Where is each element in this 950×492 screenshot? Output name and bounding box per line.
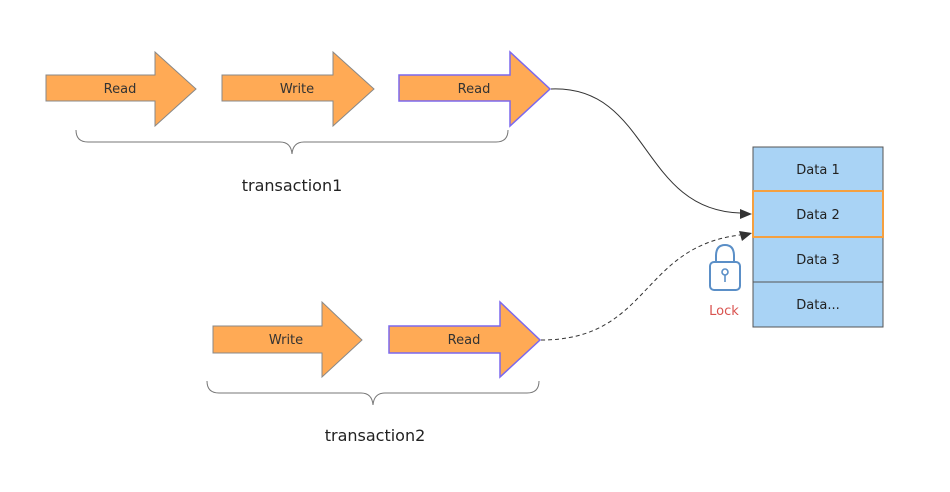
t1-access-connector (550, 88, 741, 214)
data-row-4-label: Data... (796, 298, 839, 313)
transaction2-label: transaction2 (325, 426, 426, 445)
t1-write-label: Write (280, 82, 314, 97)
transaction2-group: Write Read transaction2 (206, 300, 542, 445)
padlock-icon (709, 243, 741, 291)
t1-read-active-label: Read (458, 82, 491, 97)
t1-read-active-arrow (398, 50, 552, 128)
data-row-4 (752, 281, 884, 328)
lock-label: Lock (709, 304, 739, 319)
t2-write-label: Write (269, 333, 303, 348)
t2-write-arrow (212, 300, 363, 379)
transaction1-label: transaction1 (242, 176, 343, 195)
transaction1-group: Read Write Read transaction1 (45, 50, 552, 195)
t2-read-active-label: Read (448, 333, 481, 348)
t2-blocked-connector (540, 234, 741, 341)
t1-connector-arrowhead (740, 209, 752, 219)
t2-connector-arrowhead (739, 231, 752, 241)
t1-read-label: Read (104, 82, 137, 97)
t2-brace (206, 380, 540, 406)
t1-brace (75, 129, 509, 155)
data-row-3-label: Data 3 (796, 253, 839, 268)
data-row-2-label: Data 2 (796, 208, 839, 223)
t1-write-arrow (221, 50, 375, 128)
data-row-1-label: Data 1 (796, 163, 839, 178)
data-row-2-locked (752, 190, 884, 238)
t1-read-arrow (45, 50, 197, 128)
data-table: Data 1 Data 3 Data... Data 2 (752, 146, 884, 328)
t2-read-active-arrow (388, 300, 542, 379)
